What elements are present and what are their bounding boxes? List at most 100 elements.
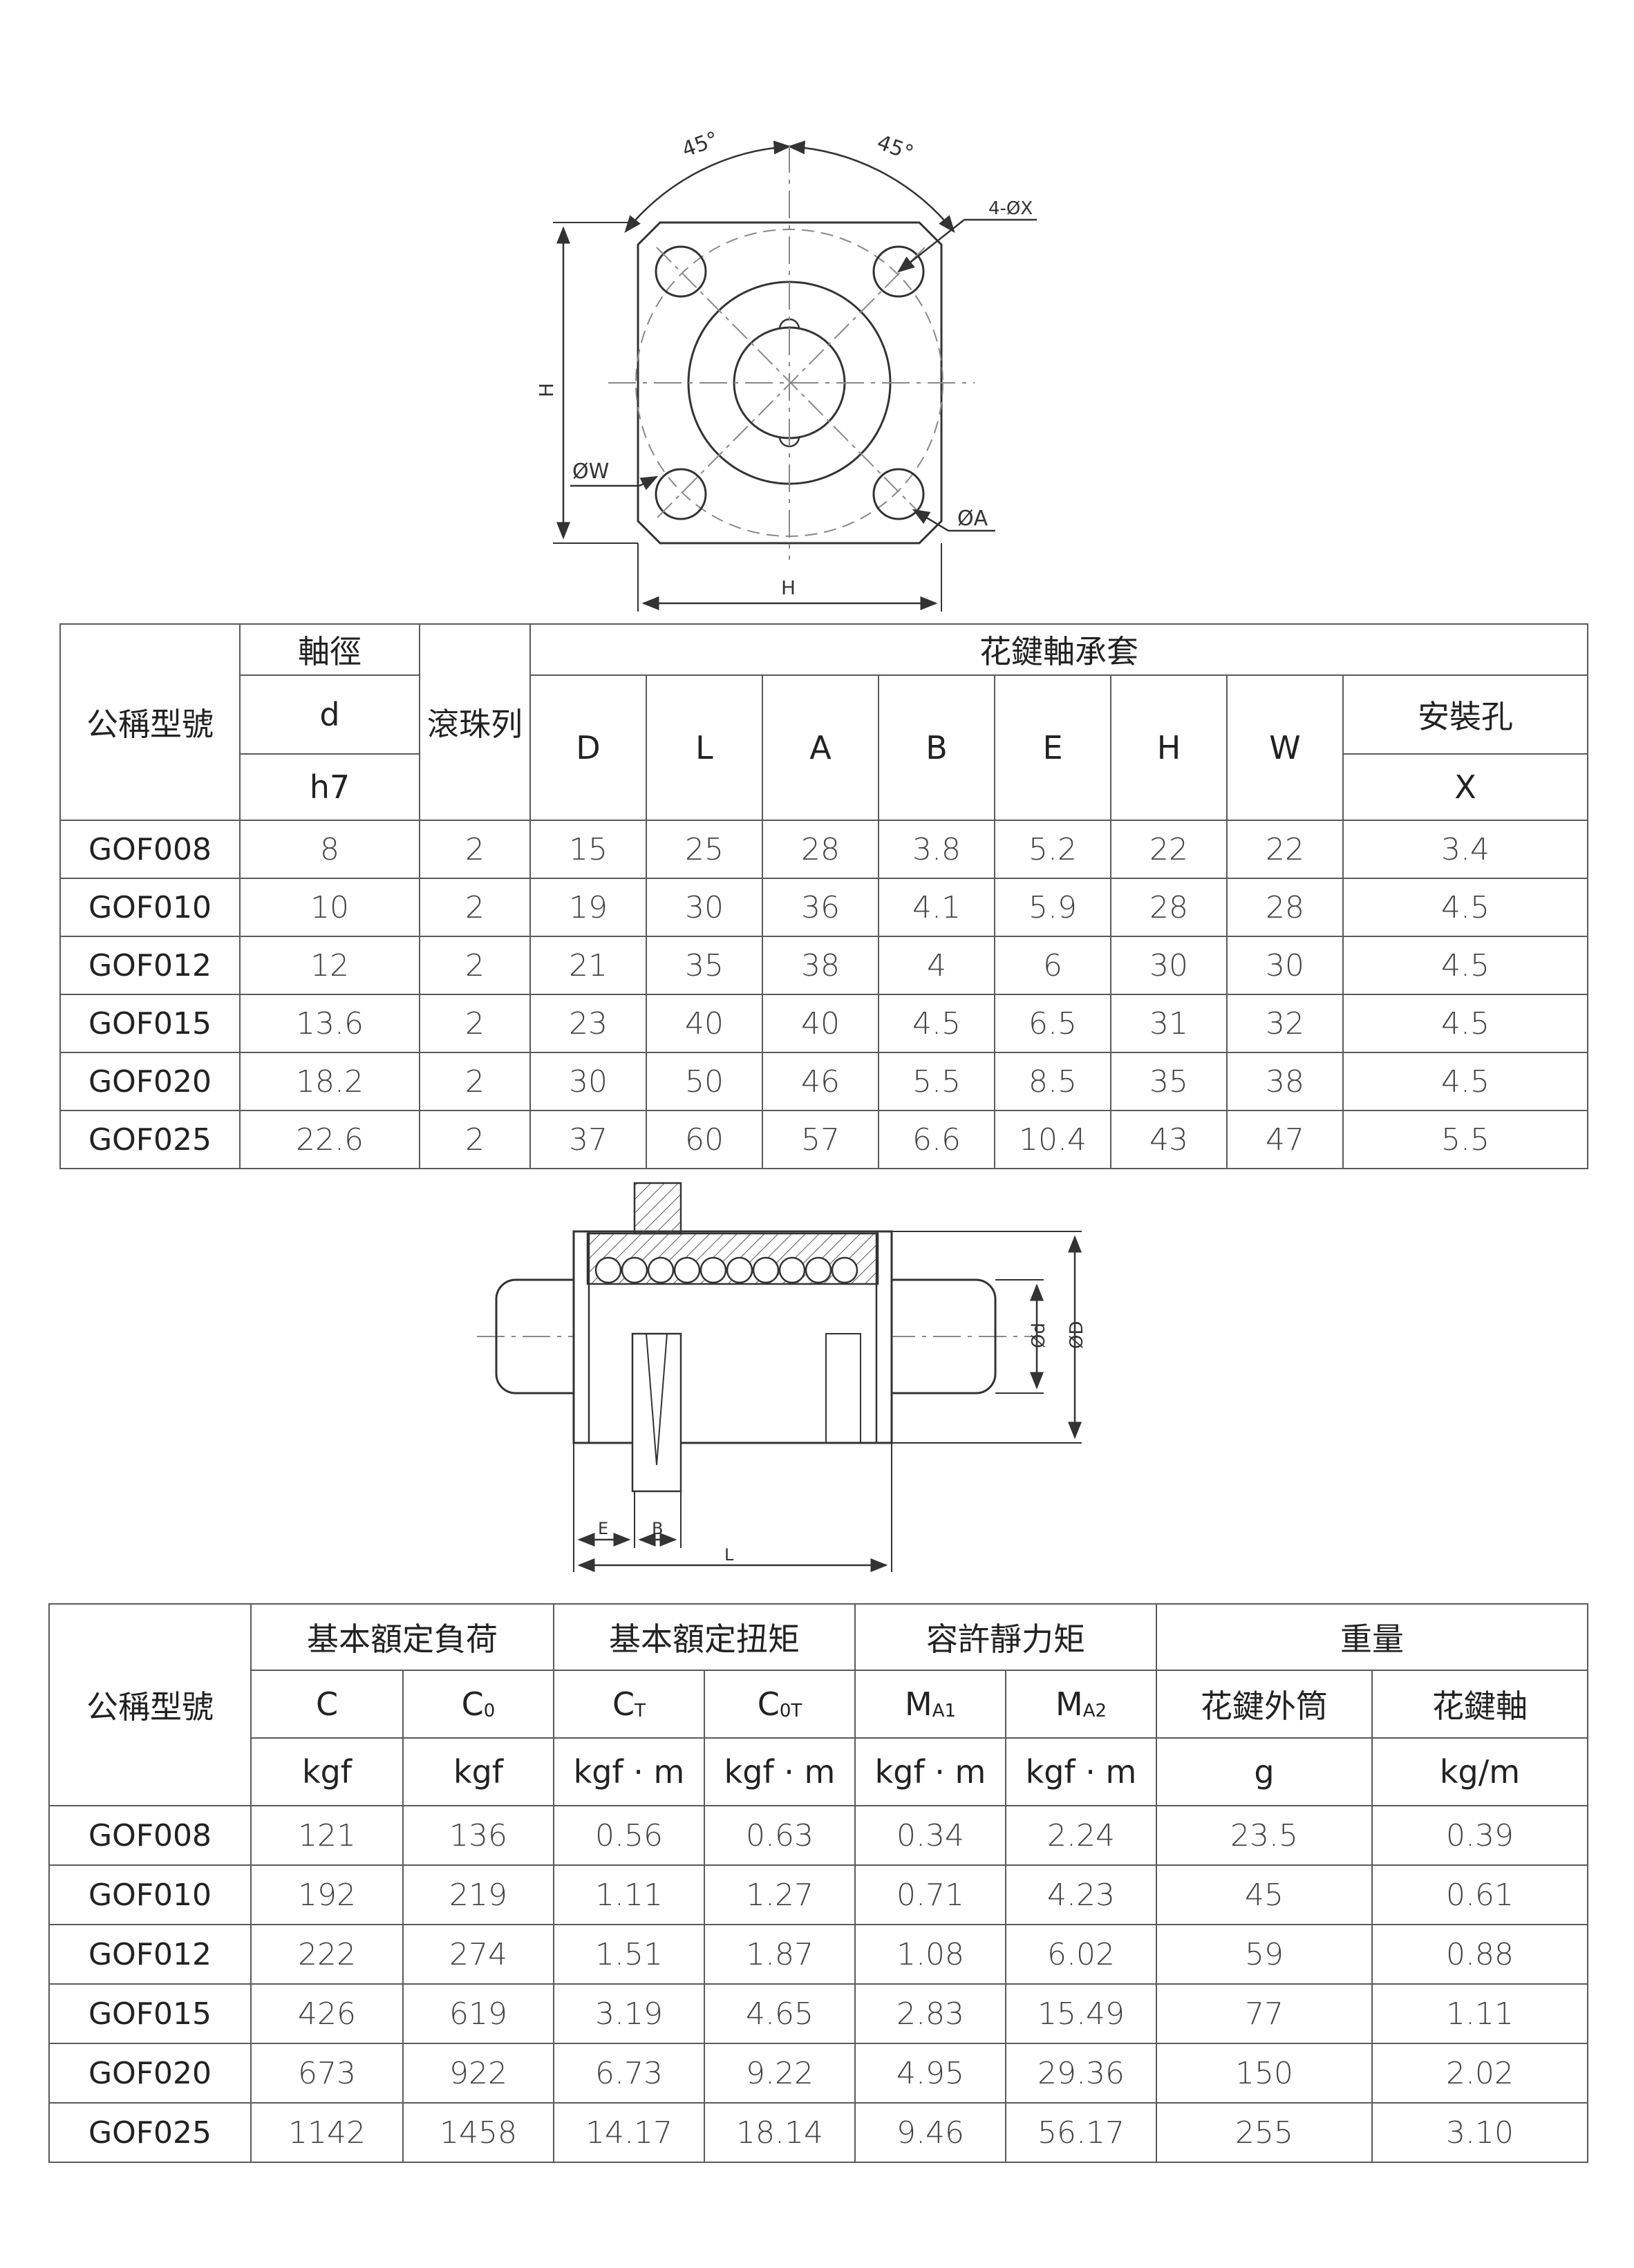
- mount-hole-tl: [655, 245, 707, 298]
- t2-cell-ma2: 56.17: [1005, 2102, 1157, 2163]
- t1-cell-a: 36: [762, 878, 879, 937]
- t1-cell-w: 38: [1226, 1052, 1344, 1111]
- t1-col-B: B: [878, 674, 995, 821]
- t1-cell-d: 30: [529, 1052, 647, 1111]
- t2-cell-c: 426: [250, 1983, 404, 2044]
- t1-cell-e: 6.5: [994, 994, 1111, 1053]
- t1-cell-b: 5.5: [878, 1052, 995, 1111]
- t2-cell-c: 673: [250, 2043, 404, 2104]
- t2-cell-outer: 77: [1156, 1983, 1373, 2044]
- t1-cell-d: 23: [529, 994, 647, 1053]
- mount-hole-tr: [872, 245, 925, 298]
- t1-cell-d: 37: [529, 1110, 647, 1169]
- t2-cell-c0: 274: [402, 1924, 554, 1985]
- t1-cell-l: 40: [646, 994, 763, 1053]
- label-a: ØA: [957, 507, 988, 531]
- t1-shaft-tol: h7: [239, 753, 420, 821]
- t2-unit-c: kgf: [250, 1737, 404, 1806]
- t2-cell-ct: 3.19: [553, 1983, 705, 2044]
- t2-cell-ct: 0.56: [553, 1805, 705, 1866]
- t1-cell-e: 6: [994, 936, 1111, 995]
- t2-cell-model: GOF010: [48, 1864, 252, 1925]
- t1-cell-h: 30: [1110, 936, 1228, 995]
- t1-cell-h: 22: [1110, 820, 1228, 879]
- t2-cell-shaft: 2.02: [1371, 2043, 1588, 2104]
- t2-cell-shaft: 0.39: [1371, 1805, 1588, 1866]
- t2-moment-header: 容許靜力矩: [854, 1603, 1157, 1671]
- t1-cell-e: 5.2: [994, 820, 1111, 879]
- mount-hole-br: [872, 468, 925, 520]
- t2-cell-c: 121: [250, 1805, 404, 1866]
- t2-cell-c0: 619: [402, 1983, 554, 2044]
- t1-cell-model: GOF015: [59, 994, 241, 1053]
- t1-cell-h: 31: [1110, 994, 1228, 1053]
- t1-cell-model: GOF012: [59, 936, 241, 995]
- t1-cell-d: 10: [239, 878, 420, 937]
- t2-sym-c0: C0: [402, 1670, 554, 1739]
- t2-torque-header: 基本額定扭矩: [553, 1603, 856, 1671]
- t2-cell-shaft: 0.88: [1371, 1924, 1588, 1985]
- t1-cell-h: 35: [1110, 1052, 1228, 1111]
- angle-arc-right: [787, 140, 955, 233]
- t1-ball-header: 滾珠列: [419, 623, 531, 821]
- t1-col-A: A: [762, 674, 879, 821]
- t2-unit-outer: g: [1156, 1737, 1373, 1806]
- t2-cell-ma2: 4.23: [1005, 1864, 1157, 1925]
- t1-model-header: 公稱型號: [59, 623, 241, 821]
- t1-cell-model: GOF010: [59, 878, 241, 937]
- t1-col-H: H: [1110, 674, 1228, 821]
- t1-cell-x: 5.5: [1342, 1110, 1588, 1169]
- t2-cell-outer: 23.5: [1156, 1805, 1373, 1866]
- flange-front-view-drawing: 45° 45° 4-ØX 鑽通孔 ØW ØA H H: [535, 127, 1037, 612]
- t1-mount-x: X: [1342, 753, 1588, 821]
- t1-cell-d: 13.6: [239, 994, 420, 1053]
- t2-unit-c0: kgf: [402, 1737, 554, 1806]
- t1-cell-w: 47: [1226, 1110, 1344, 1169]
- t1-cell-b: 6.6: [878, 1110, 995, 1169]
- t2-cell-c: 1142: [250, 2102, 404, 2163]
- angle-arc-left: [624, 140, 791, 233]
- t2-cell-c0t: 0.63: [704, 1805, 856, 1866]
- t2-cell-c: 222: [250, 1924, 404, 1985]
- t2-cell-ct: 1.11: [553, 1864, 705, 1925]
- t1-cell-l: 60: [646, 1110, 763, 1169]
- t1-cell-d: 22.6: [239, 1110, 420, 1169]
- t1-cell-w: 28: [1226, 878, 1344, 937]
- t1-cell-d: 21: [529, 936, 647, 995]
- t1-cell-d: 15: [529, 820, 647, 879]
- t2-cell-shaft: 0.61: [1371, 1864, 1588, 1925]
- t2-cell-c: 192: [250, 1864, 404, 1925]
- t1-cell-model: GOF020: [59, 1052, 241, 1111]
- load-rating-table: 公稱型號 基本額定負荷 基本額定扭矩 容許靜力矩 重量 C C0 CT C0T …: [48, 1603, 1588, 2163]
- t1-cell-a: 40: [762, 994, 879, 1053]
- t2-weight-header: 重量: [1156, 1603, 1588, 1671]
- t2-sym-outer: 花鍵外筒: [1156, 1670, 1373, 1739]
- t2-cell-ct: 14.17: [553, 2102, 705, 2163]
- dimension-table: 公稱型號 軸徑 滾珠列 花鍵軸承套 d D L A B E H W 安裝孔 h7…: [59, 623, 1588, 1169]
- flange-section-view-drawing: Ød ØD E B L: [477, 1182, 1087, 1572]
- t1-cell-x: 4.5: [1342, 1052, 1588, 1111]
- t1-cell-d: 19: [529, 878, 647, 937]
- t2-cell-c0t: 1.87: [704, 1924, 856, 1985]
- t1-cell-w: 30: [1226, 936, 1344, 995]
- t1-col-D: D: [529, 674, 647, 821]
- t2-cell-outer: 45: [1156, 1864, 1373, 1925]
- t1-cell-d: 18.2: [239, 1052, 420, 1111]
- t1-cell-ball: 2: [419, 1052, 531, 1111]
- t1-col-L: L: [646, 674, 763, 821]
- t1-cell-model: GOF025: [59, 1110, 241, 1169]
- t2-cell-outer: 150: [1156, 2043, 1373, 2104]
- t1-cell-h: 28: [1110, 878, 1228, 937]
- angle-label-left: 45°: [679, 127, 722, 162]
- t2-cell-c0: 1458: [402, 2102, 554, 2163]
- t1-cell-e: 8.5: [994, 1052, 1111, 1111]
- t2-cell-ma1: 2.83: [854, 1983, 1006, 2044]
- label-D-large: ØD: [1067, 1321, 1087, 1350]
- label-L: L: [724, 1545, 734, 1565]
